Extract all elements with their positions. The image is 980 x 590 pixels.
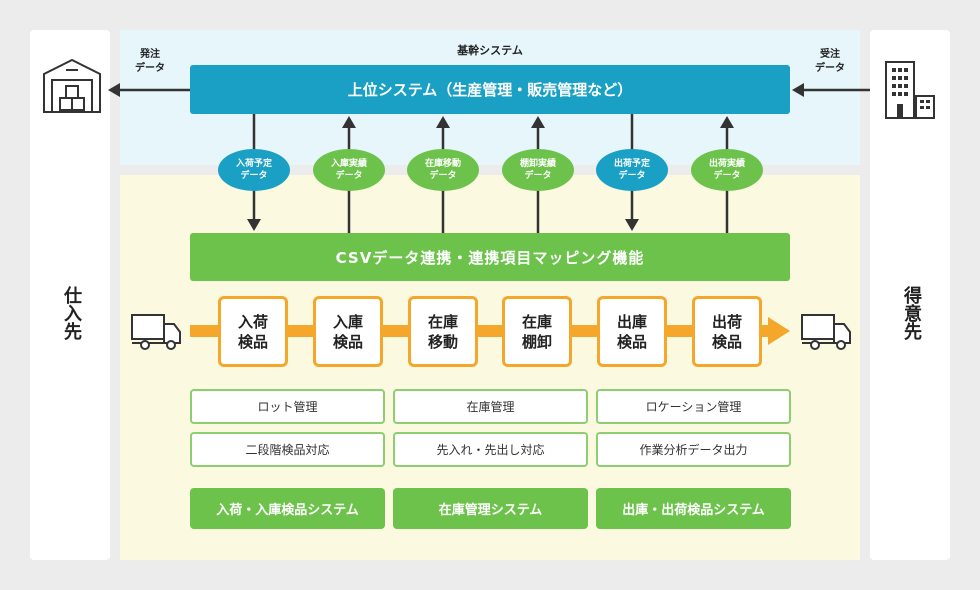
receive-order-data-label: 受注 データ [815, 49, 845, 74]
feature-box: ロケーション管理 [596, 389, 791, 424]
process-box-4: 出庫 検品 [597, 296, 667, 367]
process-box-3: 在庫 棚卸 [502, 296, 572, 367]
supplier-label: 仕入先 [61, 286, 82, 340]
building-icon [885, 61, 935, 119]
upper-system-bar: 上位システム（生産管理・販売管理など） [190, 65, 790, 114]
customer-label: 得意先 [901, 286, 922, 340]
process-box-1: 入庫 検品 [313, 296, 383, 367]
feature-box: ロット管理 [190, 389, 385, 424]
process-box-2: 在庫 移動 [408, 296, 478, 367]
data-pill-3: 棚卸実績 データ [502, 149, 574, 191]
system-bar-0: 入荷・入庫検品システム [190, 488, 385, 529]
process-box-0: 入荷 検品 [218, 296, 288, 367]
csv-mapping-bar: CSVデータ連携・連携項目マッピング機能 [190, 233, 790, 281]
data-pill-0: 入荷予定 データ [218, 149, 290, 191]
order-data-label: 発注 データ [135, 49, 165, 74]
data-pill-2: 在庫移動 データ [407, 149, 479, 191]
feature-box: 先入れ・先出し対応 [393, 432, 588, 467]
system-bar-2: 出庫・出荷検品システム [596, 488, 791, 529]
data-pill-5: 出荷実績 データ [691, 149, 763, 191]
process-flow-arrowhead [768, 317, 790, 345]
system-bar-1: 在庫管理システム [393, 488, 588, 529]
data-pill-4: 出荷予定 データ [596, 149, 668, 191]
warehouse-icon [43, 58, 101, 113]
feature-box: 二段階検品対応 [190, 432, 385, 467]
supplier-panel [30, 30, 110, 560]
feature-box: 作業分析データ出力 [596, 432, 791, 467]
feature-box: 在庫管理 [393, 389, 588, 424]
base-system-label: 基幹システム [457, 44, 523, 57]
data-pill-1: 入庫実績 データ [313, 149, 385, 191]
truck-icon-right [801, 314, 851, 350]
process-box-5: 出荷 検品 [692, 296, 762, 367]
truck-icon-left [131, 314, 181, 350]
